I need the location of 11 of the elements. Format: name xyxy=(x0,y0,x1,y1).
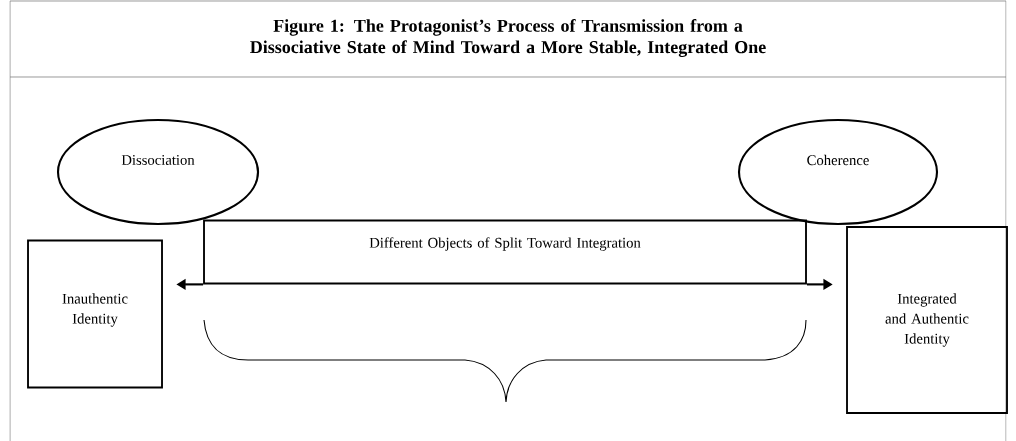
process-box xyxy=(203,219,807,285)
node-label: Different Objects of Split Toward Integration xyxy=(369,237,641,251)
process-box xyxy=(846,226,1008,414)
node-label: Coherence xyxy=(807,154,869,166)
process-box xyxy=(27,239,163,389)
node-label: Inauthentic Identity xyxy=(62,293,128,327)
figure-title: Figure 1: The Protagonist’s Process of Transmission from a Dissociative State of Mind Toward a More Stable, Integrated One xyxy=(250,19,766,57)
node-label: Integrated and Authentic Identity xyxy=(885,293,969,347)
node-label: Dissociation xyxy=(121,155,195,165)
ellipse-node xyxy=(56,118,260,226)
ellipse-node xyxy=(737,118,939,226)
